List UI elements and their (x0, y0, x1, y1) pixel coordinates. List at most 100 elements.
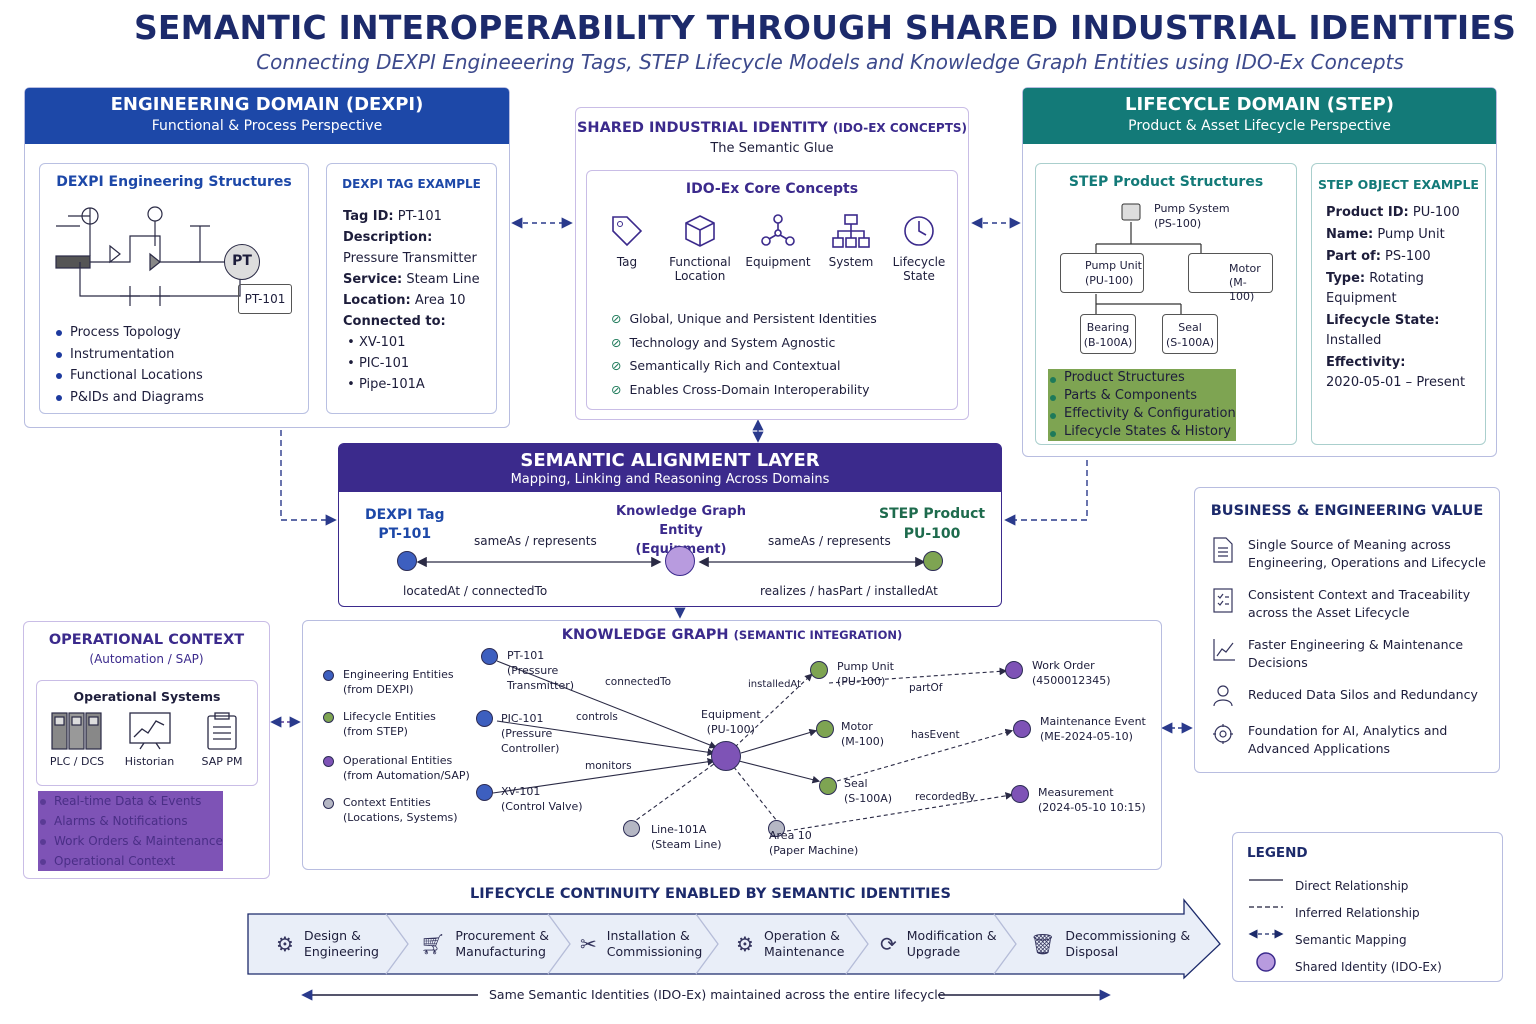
concept-equipment: Equipment (743, 211, 813, 291)
kg-node-pic101 (476, 710, 493, 727)
step-panel: LIFECYCLE DOMAIN (STEP) Product & Asset … (1022, 87, 1497, 457)
tag-example-title: DEXPI TAG EXAMPLE (342, 177, 481, 191)
lifecycle-title: LIFECYCLE CONTINUITY ENABLED BY SEMANTIC… (470, 886, 951, 902)
page-title: SEMANTIC INTEROPERABILITY THROUGH SHARED… (133, 8, 1517, 47)
alignment-kg-label: Knowledge Graph Entity (Equipment) (616, 504, 746, 557)
shared-identity-panel: SHARED INDUSTRIAL IDENTITY (IDO-EX CONCE… (575, 107, 969, 420)
kg-label-equipment: Equipment (PU-100) (701, 708, 761, 736)
stage-modification: ⟳Modification & Upgrade (880, 928, 997, 959)
kg-node-maintenance-event (1013, 720, 1031, 738)
step-subtitle: Product & Asset Lifecycle Perspective (1128, 118, 1391, 134)
system-sap-pm: SAP PM (192, 711, 252, 768)
operational-systems-row: PLC / DCS Historian SAP PM (47, 711, 252, 768)
concept-functional-location: Functional Location (665, 211, 735, 291)
kg-label-xv101: XV-101 (Control Valve) (501, 785, 583, 813)
legend-title: LEGEND (1247, 845, 1308, 861)
server-icon (51, 712, 102, 750)
tree-pump-unit: Pump Unit (PU-100) (1060, 253, 1144, 293)
gear-icon: ⚙ (736, 932, 754, 956)
cube-icon (685, 215, 715, 247)
dexpi-tag-example-box: DEXPI TAG EXAMPLE Tag ID: PT-101 Descrip… (326, 163, 497, 414)
list-item: Process Topology (54, 322, 204, 344)
alignment-lines (416, 556, 926, 568)
list-item: Operational Context (38, 851, 223, 871)
trash-icon: 🗑︎ (1030, 932, 1056, 956)
shared-subtitle: The Semantic Glue (710, 141, 834, 156)
core-concepts-title: IDO-Ex Core Concepts (685, 181, 859, 197)
check-icon: ⊘ (611, 311, 622, 326)
rel-bottom-left: locatedAt / connectedTo (403, 584, 548, 598)
list-item: Parts & Components (1048, 387, 1236, 405)
system-plc: PLC / DCS (47, 711, 107, 768)
kg-label-pt101: PT-101 (Pressure Transmitter) (507, 649, 575, 692)
legend-panel: LEGEND Direct Relationship Inferred Rela… (1232, 832, 1503, 982)
stage-decommissioning: 🗑︎Decommissioning & Disposal (1030, 928, 1191, 959)
edge-installedAt: installedAt (748, 679, 802, 690)
edge-controls: controls (576, 711, 618, 723)
edge-partOf: partOf (909, 682, 943, 694)
network-icon (761, 214, 795, 246)
kg-node-xv101 (476, 784, 493, 801)
business-value-panel: BUSINESS & ENGINEERING VALUE Single Sour… (1194, 487, 1500, 773)
stage-procurement: 🛒︎Procurement & Manufacturing (420, 928, 549, 959)
kg-label-seal: Seal (S-100A) (844, 777, 893, 805)
tree-bearing: Bearing (B-100A) (1080, 314, 1136, 354)
shared-checklist: ⊘ Global, Unique and Persistent Identiti… (611, 311, 877, 397)
clipboard-icon (207, 712, 237, 750)
operational-panel: OPERATIONAL CONTEXT (Automation / SAP) O… (23, 621, 270, 879)
legend-items: Direct Relationship Inferred Relationshi… (1295, 873, 1442, 981)
dexpi-structures-title: DEXPI Engineering Structures (56, 174, 292, 190)
dexpi-title: ENGINEERING DOMAIN (DEXPI) (110, 94, 424, 115)
step-bullets: Product Structures Parts & Components Ef… (1048, 369, 1236, 441)
stage-installation: ✂Installation & Commissioning (580, 928, 703, 959)
dexpi-structures-box: DEXPI Engineering Structures PT PT-101 (39, 163, 309, 414)
clock-icon (904, 216, 934, 246)
kg-edges (492, 660, 1014, 832)
user-icon (1213, 685, 1233, 707)
pt-tag-box: PT-101 (238, 284, 292, 314)
dexpi-bullets: Process Topology Instrumentation Functio… (54, 322, 204, 408)
list-item: Alarms & Notifications (38, 811, 223, 831)
lifecycle-footer: Same Semantic Identities (IDO-Ex) mainta… (489, 987, 946, 1002)
trend-icon (1213, 639, 1235, 661)
kg-node-work-order (1005, 661, 1023, 679)
step-structures-title: STEP Product Structures (1068, 174, 1264, 190)
cart-icon: 🛒︎ (420, 932, 446, 956)
step-structures-box: STEP Product Structures Pump System (PS-… (1035, 163, 1297, 445)
stage-operation: ⚙Operation & Maintenance (736, 928, 845, 959)
step-header: LIFECYCLE DOMAIN (STEP) Product & Asset … (1023, 88, 1496, 144)
kg-label-pump: Pump Unit (PU-100) (837, 660, 894, 688)
dexpi-header: ENGINEERING DOMAIN (DEXPI) Functional & … (25, 88, 509, 144)
legend-item: Inferred Relationship (1295, 906, 1420, 920)
kg-node-equipment (711, 741, 741, 771)
lifecycle-arrow (247, 898, 1221, 980)
concepts-row: Tag Functional Location Equipment System… (593, 211, 953, 291)
system-historian: Historian (120, 711, 180, 768)
list-item: Instrumentation (54, 344, 204, 366)
rel-left-label: sameAs / represents (474, 534, 597, 548)
ai-icon (1213, 724, 1233, 744)
kg-label-work-order: Work Order (4500012345) (1032, 659, 1111, 687)
kg-label-measurement: Measurement (2024-05-10 10:15) (1038, 786, 1146, 814)
tree-seal: Seal (S-100A) (1162, 314, 1218, 354)
kg-node-area (768, 820, 785, 837)
knowledge-graph-panel: KNOWLEDGE GRAPH (SEMANTIC INTEGRATION) E… (302, 620, 1162, 870)
step-title: LIFECYCLE DOMAIN (STEP) (1125, 94, 1394, 115)
kg-node-pump (810, 661, 828, 679)
cycle-icon: ⟳ (880, 932, 897, 956)
list-item: Product Structures (1048, 369, 1236, 387)
object-example-title: STEP OBJECT EXAMPLE (1318, 177, 1479, 192)
operational-systems-title: Operational Systems (73, 689, 221, 704)
tools-icon: ✂ (580, 932, 597, 956)
concept-lifecycle-state: Lifecycle State (889, 211, 949, 291)
pt-instrument-icon: PT (224, 244, 260, 280)
kg-label-pic101: PIC-101 (Pressure Controller) (501, 712, 560, 755)
alignment-header: SEMANTIC ALIGNMENT LAYER Mapping, Linkin… (339, 444, 1001, 492)
edge-recordedBy: recordedBy (915, 791, 976, 803)
concept-tag: Tag (597, 211, 657, 291)
page-subtitle: Connecting DEXPI Engineeering Tags, STEP… (256, 50, 1404, 74)
check-icon: ⊘ (611, 381, 622, 397)
